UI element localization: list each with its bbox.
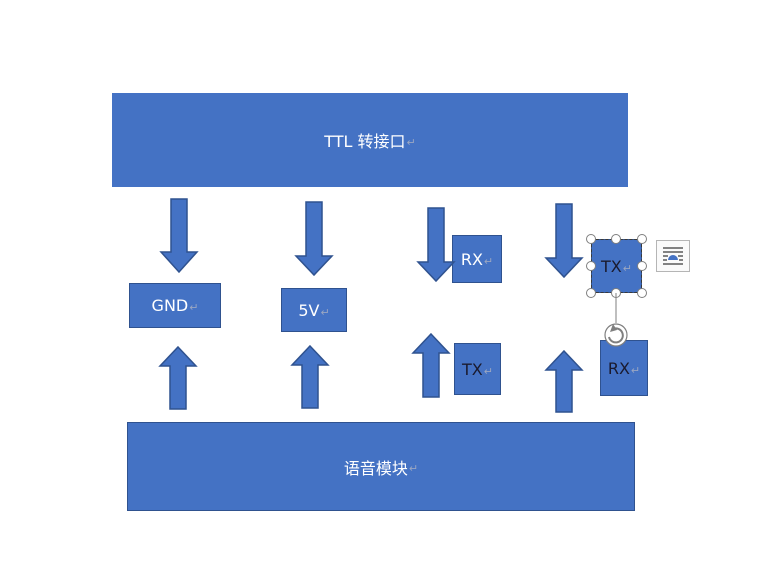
tx-pin-label-left: TX	[462, 359, 483, 379]
gnd-pin-box[interactable]: GND↵	[129, 283, 221, 328]
rx-pin-box-left[interactable]: RX↵	[452, 235, 502, 283]
paragraph-mark: ↵	[189, 301, 199, 314]
rx-pin-box-right[interactable]: RX↵	[600, 340, 648, 396]
resize-handle-n[interactable]	[611, 234, 621, 244]
selection-outline	[591, 239, 642, 293]
rx-pin-label-left: RX	[460, 249, 483, 269]
layout-options-button[interactable]	[656, 240, 690, 272]
resize-handle-ne[interactable]	[637, 234, 647, 244]
arrow-down-rx-left[interactable]	[416, 207, 456, 283]
arrow-up-5v[interactable]	[290, 344, 330, 409]
5v-pin-box[interactable]: 5V↵	[281, 288, 347, 332]
ttl-adapter-label: TTL 转接口	[324, 132, 406, 151]
gnd-pin-label: GND	[151, 296, 189, 315]
voice-module-label: 语音模块	[343, 458, 408, 478]
paragraph-mark: ↵	[630, 363, 641, 377]
rx-pin-label-right: RX	[607, 358, 630, 378]
paragraph-mark: ↵	[320, 305, 330, 319]
tx-pin-label-right: TX	[601, 256, 622, 276]
arrow-up-gnd[interactable]	[158, 345, 198, 410]
5v-pin-label: 5V	[298, 300, 320, 320]
voice-module-block[interactable]: 语音模块↵	[127, 422, 635, 511]
arrow-down-tx-right[interactable]	[544, 203, 584, 279]
rotate-handle-icon[interactable]	[596, 293, 636, 349]
paragraph-mark: ↵	[483, 254, 494, 268]
paragraph-mark: ↵	[483, 364, 493, 378]
arrow-up-tx-left[interactable]	[411, 332, 451, 398]
resize-handle-se[interactable]	[637, 288, 647, 298]
resize-handle-e[interactable]	[637, 261, 647, 271]
arrow-down-gnd[interactable]	[159, 198, 199, 274]
arrow-up-rx-right[interactable]	[544, 349, 584, 413]
paragraph-mark: ↵	[408, 462, 419, 475]
resize-handle-nw[interactable]	[586, 234, 596, 244]
arrow-down-5v[interactable]	[294, 201, 334, 277]
resize-handle-w[interactable]	[586, 261, 596, 271]
paragraph-mark: ↵	[406, 135, 416, 149]
resize-handle-sw[interactable]	[586, 288, 596, 298]
layout-options-icon	[663, 247, 683, 265]
tx-pin-box-left[interactable]: TX↵	[454, 343, 501, 395]
ttl-adapter-block[interactable]: TTL 转接口↵	[112, 93, 628, 187]
paragraph-mark: ↵	[622, 261, 632, 275]
